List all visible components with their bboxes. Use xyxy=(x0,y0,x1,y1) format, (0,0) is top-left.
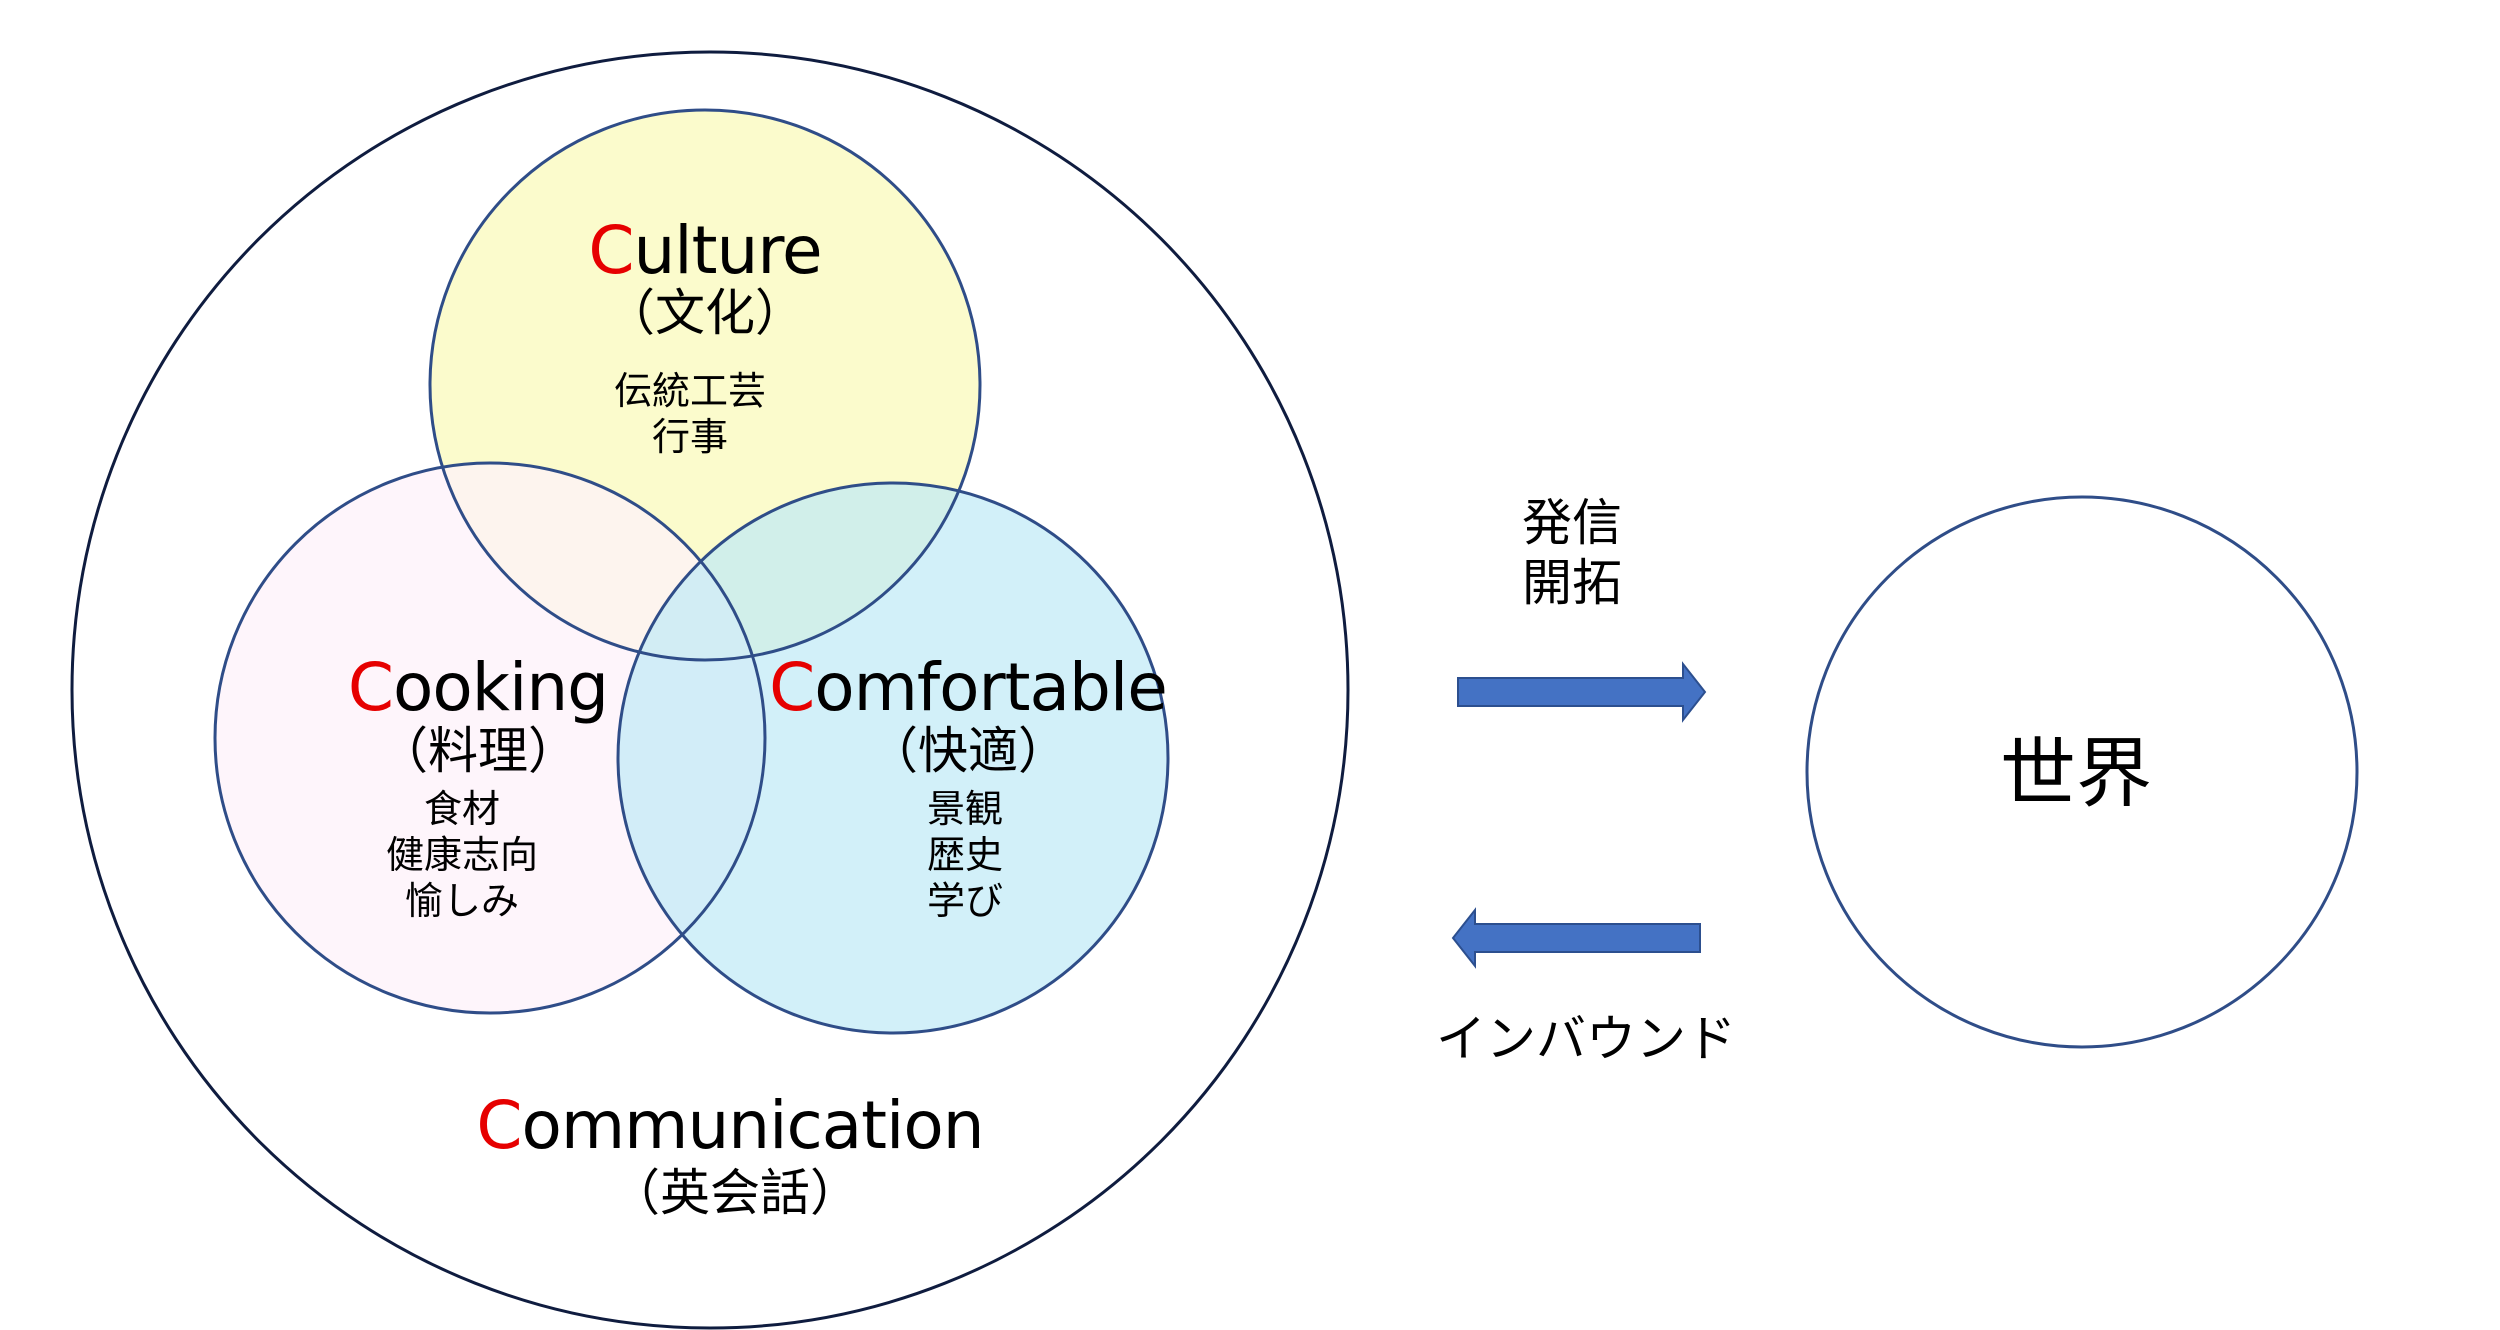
culture-initial: C xyxy=(588,212,633,289)
culture-circle-outline xyxy=(428,108,982,662)
outbound-label: 開拓 xyxy=(1522,554,1622,612)
culture-item: 行事 xyxy=(652,415,728,459)
cooking-item: 食材 xyxy=(424,787,500,831)
comfortable-initial: C xyxy=(769,649,814,726)
cooking-title: Cooking xyxy=(348,649,608,726)
comfortable-item: 歴史 xyxy=(927,833,1003,877)
cooking-subtitle: （料理） xyxy=(378,722,578,780)
communication-subtitle: （英会話） xyxy=(610,1164,860,1222)
cooking-initial: C xyxy=(348,649,393,726)
arrow-left-icon xyxy=(1451,907,1701,969)
culture-item: 伝統工芸 xyxy=(614,369,766,413)
comfortable-circle-outline xyxy=(616,481,1170,1035)
comfortable-title-rest: omfortable xyxy=(814,649,1167,726)
world-circle xyxy=(1805,495,2359,1049)
world-label: 世界 xyxy=(2000,729,2152,818)
comfortable-circle xyxy=(618,483,1168,1033)
culture-title: Culture xyxy=(588,212,821,289)
cooking-title-rest: ooking xyxy=(393,649,608,726)
comfortable-item: 学び xyxy=(927,879,1003,923)
outbound-label: 発信 xyxy=(1522,494,1622,552)
comfortable-subtitle: （快適） xyxy=(868,722,1068,780)
culture-subtitle: （文化） xyxy=(605,284,805,342)
culture-title-rest: ulture xyxy=(633,212,821,289)
communication-title: Communication xyxy=(476,1087,983,1164)
cooking-item: 愉しみ xyxy=(405,879,519,923)
comfortable-item: 景観 xyxy=(927,787,1003,831)
cooking-item: 健康志向 xyxy=(386,833,538,877)
comfortable-title: Comfortable xyxy=(769,649,1167,726)
communication-title-rest: ommunication xyxy=(521,1087,983,1164)
cooking-circle xyxy=(215,463,765,1013)
communication-initial: C xyxy=(476,1087,521,1164)
cooking-circle-outline xyxy=(213,461,767,1015)
inbound-label: インバウンド xyxy=(1436,1010,1736,1068)
arrow-right-icon xyxy=(1457,661,1707,723)
